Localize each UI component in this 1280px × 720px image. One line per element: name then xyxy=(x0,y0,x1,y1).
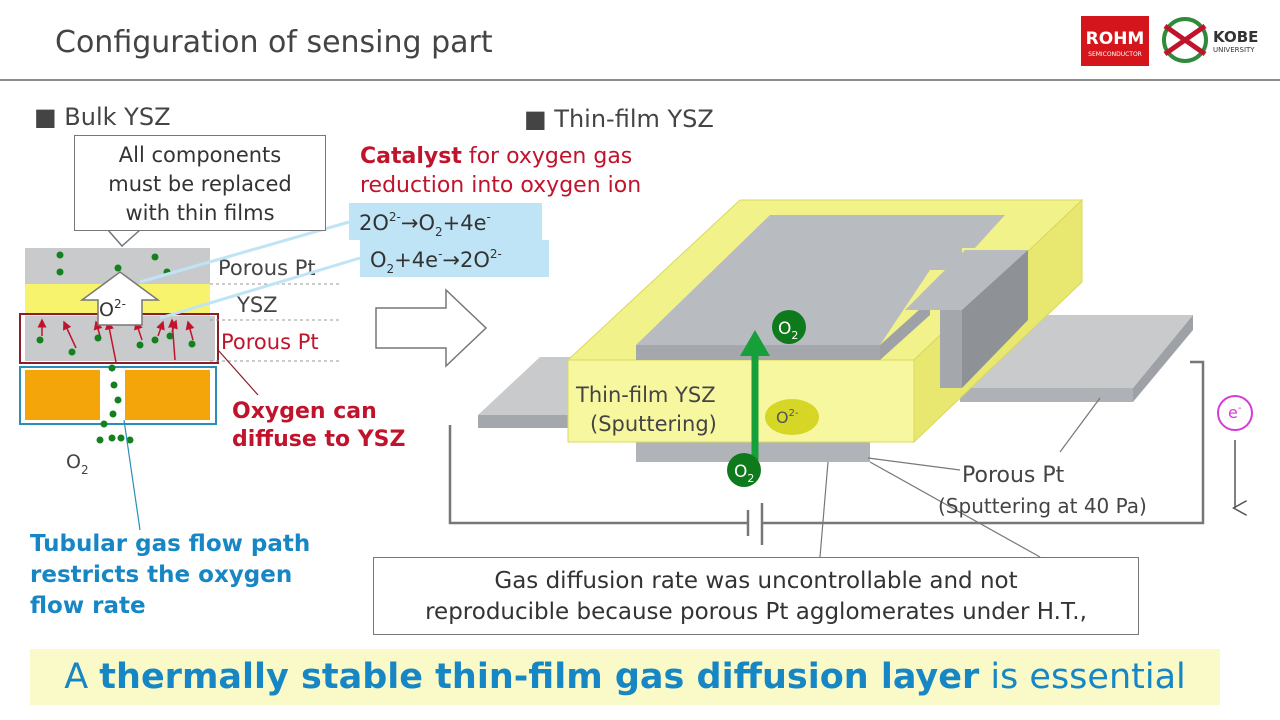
conclusion-banner: A thermally stable thin-film gas diffusi… xyxy=(30,649,1220,705)
banner-pre: A xyxy=(64,657,100,697)
svg-text:O2-: O2- xyxy=(776,408,799,427)
o2-bottom-circle xyxy=(727,453,761,487)
catalyst-text-1: Catalyst for oxygen gas xyxy=(360,144,632,169)
tubular-text-3: flow rate xyxy=(30,593,146,619)
reaction-box-1: 2O2-→O2+4e- xyxy=(349,203,542,240)
kobe-university-logo: KOBE UNIVERSITY xyxy=(1162,17,1258,63)
oxygen-molecule-dots xyxy=(36,251,196,444)
callout-box: All components must be replaced with thi… xyxy=(74,135,326,231)
svg-text:e-: e- xyxy=(1228,403,1242,422)
rohm-logo-subtext: SEMICONDUCTOR xyxy=(1088,51,1142,58)
callout-tail xyxy=(107,229,141,248)
bulk-ysz-heading: ■ Bulk YSZ xyxy=(34,103,171,131)
rohm-logo: ROHM SEMICONDUCTOR xyxy=(1081,16,1149,66)
bulk-oxygen-ion-charge: 2- xyxy=(114,297,126,311)
rohm-logo-text: ROHM xyxy=(1086,29,1145,49)
o2-top-circle xyxy=(772,310,806,344)
callout-line-1: All components xyxy=(118,143,282,167)
substrate-outline xyxy=(19,366,217,425)
note-line-2: reproducible because porous Pt agglomera… xyxy=(425,599,1087,625)
label-porous-pt-bottom: Porous Pt xyxy=(221,330,319,354)
thin-film-heading: ■ Thin-film YSZ xyxy=(524,105,714,133)
svg-text:2O2-→O2+4e-: 2O2-→O2+4e- xyxy=(359,210,491,239)
catalyst-text-2: reduction into oxygen ion xyxy=(360,173,641,198)
transition-arrow xyxy=(375,288,488,368)
reaction-pointer-2 xyxy=(159,256,361,320)
banner-post: is essential xyxy=(979,657,1186,697)
note-box: Gas diffusion rate was uncontrollable an… xyxy=(373,557,1139,635)
thin-ysz-label-2: (Sputtering) xyxy=(590,412,717,436)
bulk-o2-label: O2 xyxy=(66,451,89,477)
callout-line-3: with thin films xyxy=(125,201,275,225)
circuit-wire xyxy=(448,360,1205,525)
thin-ysz-label-1: Thin-film YSZ xyxy=(575,383,716,407)
banner-bold: thermally stable thin-film gas diffusion… xyxy=(99,657,980,697)
tubular-text-2: restricts the oxygen xyxy=(30,562,292,588)
svg-text:O2: O2 xyxy=(778,319,798,342)
svg-text:O2-: O2- xyxy=(99,297,126,321)
thin-porous-pt-label: Porous Pt xyxy=(962,463,1065,488)
svg-text:O2+4e-→2O2-: O2+4e-→2O2- xyxy=(370,247,502,276)
label-ysz: YSZ xyxy=(236,293,278,317)
thin-porous-pt-sub: (Sputtering at 40 Pa) xyxy=(938,494,1147,518)
bulk-oxygen-ion-label: O xyxy=(99,299,114,321)
top-electrode-top xyxy=(636,215,1005,345)
kobe-logo-subtext: UNIVERSITY xyxy=(1213,46,1255,54)
callout-line-2: must be replaced xyxy=(108,172,292,196)
tubular-pointer-line xyxy=(123,419,141,531)
diffuse-text-2: diffuse to YSZ xyxy=(232,427,405,452)
page-title: Configuration of sensing part xyxy=(55,25,493,60)
tubular-text-1: Tubular gas flow path xyxy=(30,531,310,557)
svg-text:O2: O2 xyxy=(734,462,754,485)
reaction-box-2: O2+4e-→2O2- xyxy=(360,240,549,277)
thin-film-3d-diagram: O2 O2 O2- Thin-film YSZ (Sputtering) xyxy=(448,198,1205,558)
reaction-pointer-1 xyxy=(139,220,350,284)
diffuse-pointer-line xyxy=(217,349,259,396)
note-line-1: Gas diffusion rate was uncontrollable an… xyxy=(494,568,1018,594)
oxygen-ion-up-arrow: O2- xyxy=(79,271,161,326)
kobe-logo-text: KOBE xyxy=(1213,28,1258,46)
oxygen-ion-ellipse xyxy=(765,399,819,435)
electron-indicator: e- xyxy=(1217,395,1253,508)
top-electrode-tab xyxy=(962,250,1028,388)
diffuse-text-1: Oxygen can xyxy=(232,399,377,424)
